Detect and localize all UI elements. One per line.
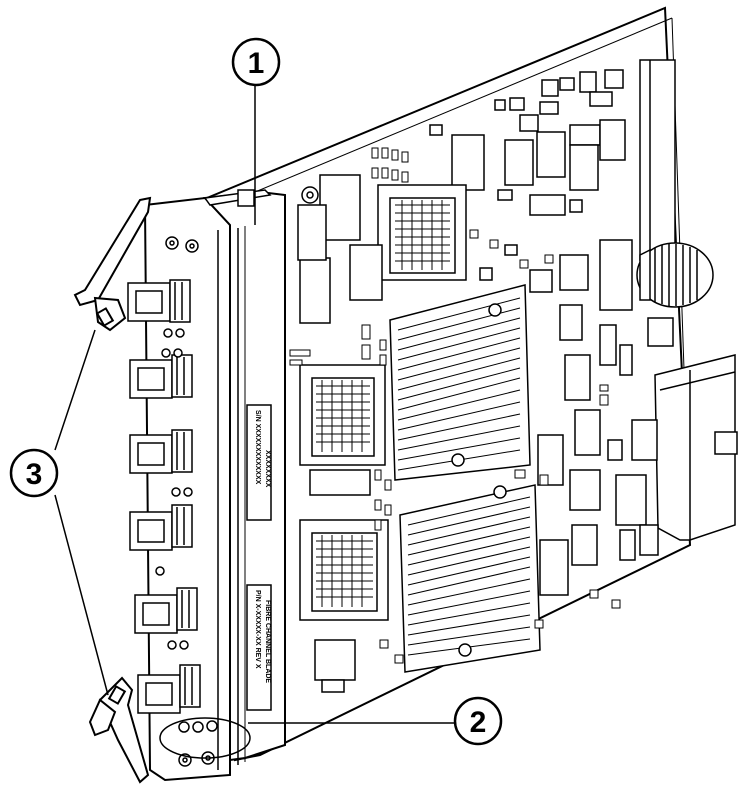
components-right-middle — [537, 317, 674, 596]
part-number-label: P/N X-XXXXX-XX REV X — [254, 590, 261, 669]
sfp-port-4[interactable] — [129, 504, 193, 576]
callout-1: 1 — [231, 37, 281, 87]
smd-components — [289, 147, 621, 664]
leader-lines — [54, 85, 454, 724]
ejector-lever-top[interactable] — [73, 196, 152, 332]
barcode-caption: XXXXXXXX — [264, 450, 271, 488]
sfp-port-1[interactable] — [127, 279, 191, 338]
ejector-lever-bottom[interactable] — [88, 676, 150, 784]
heat-sink-lower — [399, 484, 541, 673]
sfp-port-6[interactable] — [137, 664, 201, 714]
label-sticker-lower: P/N X-XXXXX-XX REV X FIBRE CHANNEL BLADE — [246, 584, 272, 711]
heat-sink-upper — [389, 284, 531, 481]
connector-upper — [297, 174, 467, 324]
sfp-port-3[interactable] — [129, 429, 193, 497]
thumbscrew-knob — [636, 242, 714, 308]
backplane-connector — [654, 354, 738, 541]
sfp-port-2[interactable] — [129, 348, 193, 399]
svg-text:1: 1 — [248, 47, 265, 80]
connector-lower — [299, 519, 389, 693]
components-top-right — [429, 59, 676, 341]
status-leds — [159, 717, 251, 759]
serial-label: S/N XXXXXXXXXXXXX — [254, 410, 261, 485]
svg-text:2: 2 — [470, 706, 487, 739]
callout-2: 2 — [453, 696, 503, 746]
sfp-port-5[interactable] — [134, 587, 198, 650]
callout-3: 3 — [9, 448, 59, 498]
description-label: FIBRE CHANNEL BLADE — [264, 600, 271, 683]
label-sticker-upper: S/N XXXXXXXXXXXXX XXXXXXXX — [246, 404, 272, 521]
svg-text:3: 3 — [26, 458, 43, 491]
connector-middle — [299, 364, 386, 496]
